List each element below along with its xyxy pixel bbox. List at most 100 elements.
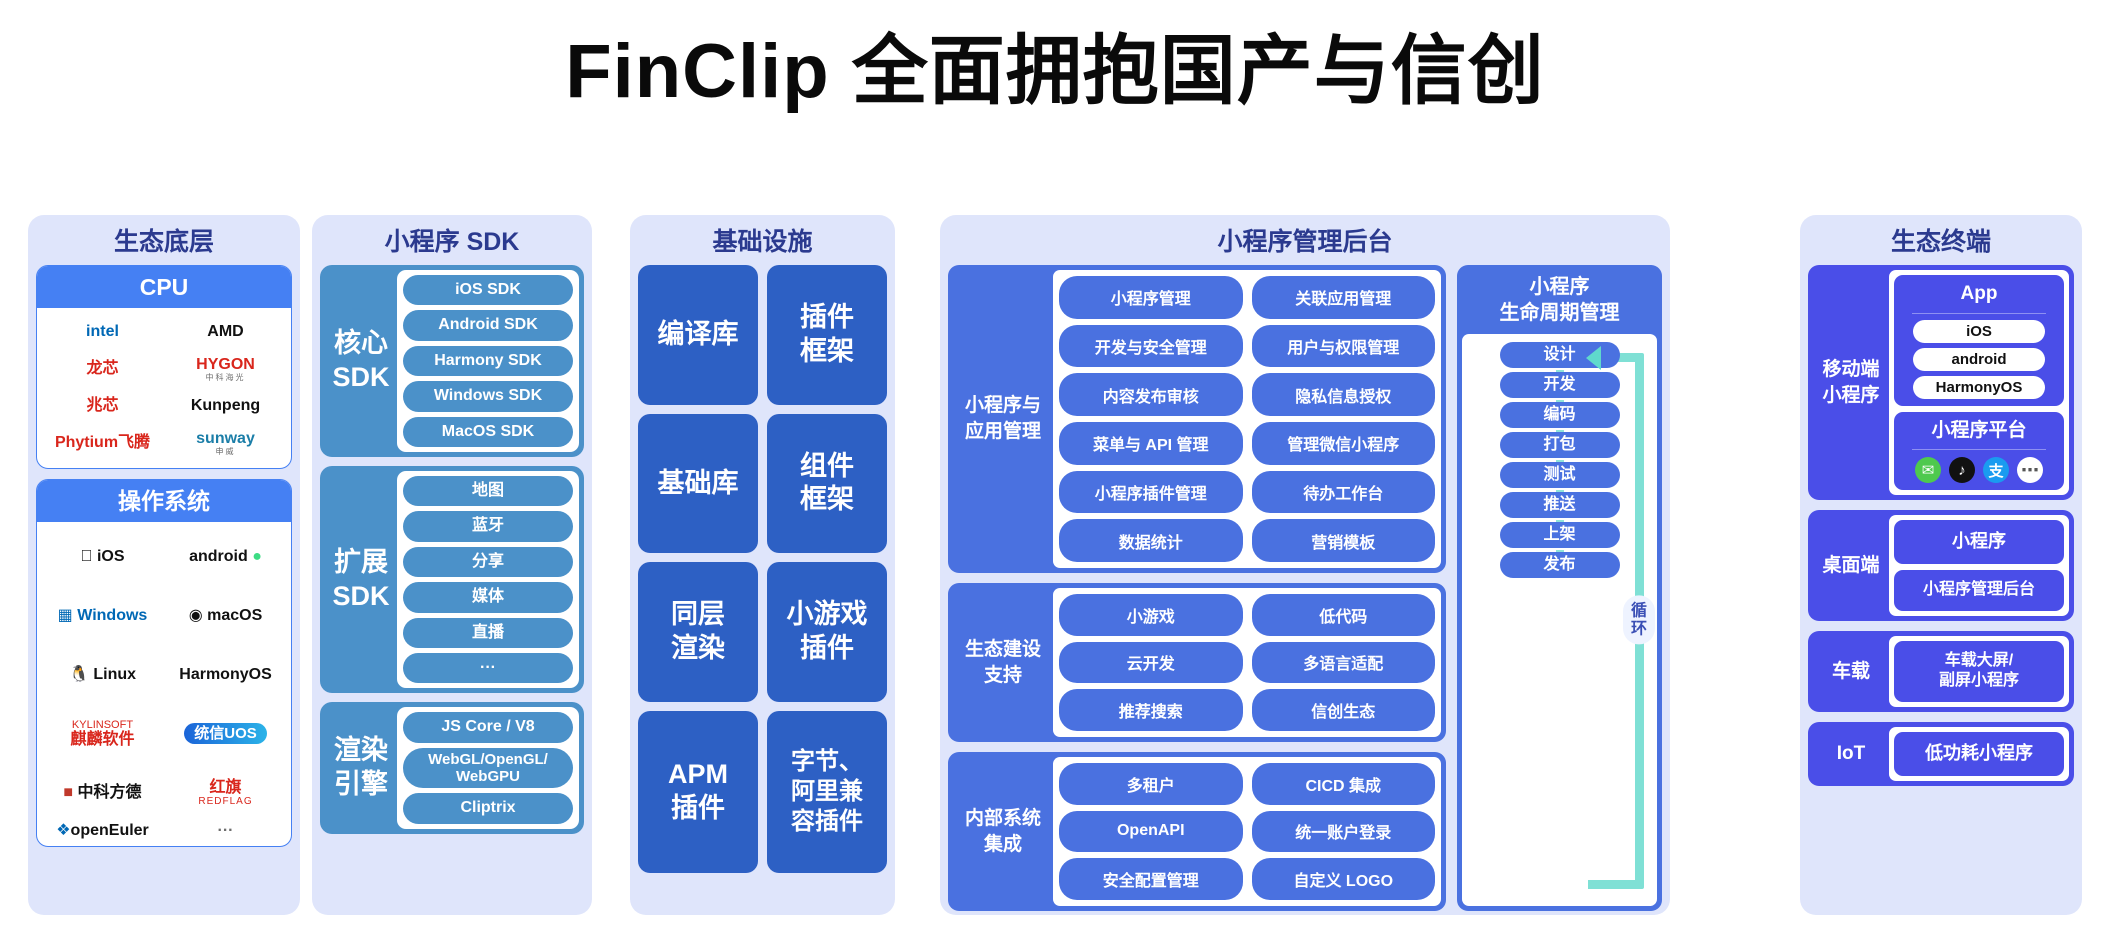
- logo-kylin-cn: 麒麟软件: [70, 730, 135, 748]
- logo-kunpeng: Kunpeng: [190, 397, 261, 415]
- admin-item[interactable]: 信创生态: [1251, 689, 1435, 731]
- logo-uos-text: 统信UOS: [184, 723, 267, 745]
- infrastructure-card[interactable]: 字节、阿里兼容插件: [767, 710, 887, 873]
- android-robot-icon: ●: [252, 548, 262, 566]
- infrastructure-card[interactable]: 组件框架: [767, 413, 887, 554]
- sdk-item[interactable]: Windows SDK: [403, 381, 573, 412]
- lifecycle-step[interactable]: 发布: [1499, 552, 1620, 578]
- admin-item[interactable]: 开发与安全管理: [1059, 324, 1243, 368]
- sdk-item[interactable]: 直播: [403, 617, 573, 648]
- logo-fangde-text: 中科方德: [77, 784, 142, 802]
- admin-item[interactable]: 安全配置管理: [1059, 858, 1243, 900]
- infrastructure-card[interactable]: 同层渲染: [638, 562, 758, 702]
- logo-redflag: 红旗 REDFLAG: [198, 779, 252, 807]
- admin-item[interactable]: 菜单与 API 管理: [1059, 421, 1243, 465]
- terminal-block-label: 移动端小程序: [1822, 359, 1880, 406]
- admin-item[interactable]: 内容发布审核: [1059, 373, 1243, 416]
- terminal-item[interactable]: 小程序: [1894, 520, 2064, 564]
- admin-block-0: 小程序与应用管理 小程序管理关联应用管理开发与安全管理用户与权限管理内容发布审核隐…: [948, 265, 1446, 573]
- lifecycle-step[interactable]: 推送: [1499, 492, 1620, 518]
- logo-linux: 🐧 Linux: [68, 666, 137, 684]
- panel-title-sdk: 小程序 SDK: [384, 228, 520, 256]
- terminal-item[interactable]: 低功耗小程序: [1894, 732, 2064, 776]
- sdk-item[interactable]: Harmony SDK: [403, 345, 573, 377]
- lifecycle-step[interactable]: 编码: [1499, 402, 1620, 428]
- admin-item[interactable]: 隐私信息授权: [1251, 373, 1435, 416]
- sdk-item[interactable]: MacOS SDK: [403, 416, 573, 447]
- loop-label: 循环: [1623, 595, 1655, 645]
- sdk-item[interactable]: 分享: [403, 546, 573, 578]
- admin-item[interactable]: 云开发: [1059, 641, 1243, 684]
- sdk-item[interactable]: Cliptrix: [403, 793, 573, 824]
- logo-macos-text: macOS: [207, 607, 263, 625]
- admin-item[interactable]: 小游戏: [1059, 594, 1243, 636]
- logo-hygon: HYGON 中科海光: [196, 355, 255, 382]
- logo-android: android ●: [189, 548, 262, 566]
- tiktok-icon[interactable]: ♪: [1949, 457, 1975, 484]
- sdk-item[interactable]: WebGL/OpenGL/WebGPU: [403, 747, 573, 789]
- card-os-title: 操作系统: [37, 480, 291, 522]
- admin-item[interactable]: 待办工作台: [1251, 470, 1435, 514]
- admin-item[interactable]: 小程序插件管理: [1059, 470, 1243, 514]
- admin-item[interactable]: 营销模板: [1251, 519, 1435, 562]
- lifecycle-step[interactable]: 打包: [1499, 432, 1620, 458]
- infrastructure-card[interactable]: 小游戏插件: [767, 562, 887, 702]
- loop-arrow-icon: [1586, 346, 1601, 370]
- admin-block-1: 生态建设支持小游戏低代码云开发多语言适配推荐搜索信创生态: [948, 583, 1446, 742]
- admin-item[interactable]: 管理微信小程序: [1251, 421, 1435, 465]
- terminal-chip[interactable]: android: [1912, 347, 2046, 371]
- terminal-item[interactable]: 小程序管理后台: [1894, 569, 2064, 611]
- infrastructure-card[interactable]: 基础库: [638, 413, 758, 554]
- lifecycle-step[interactable]: 设计: [1499, 342, 1620, 368]
- terminal-item[interactable]: 车载大屏/副屏小程序: [1894, 640, 2064, 703]
- admin-item[interactable]: 统一账户登录: [1251, 810, 1435, 853]
- logo-android-text: android: [189, 548, 248, 566]
- logo-uos: 统信UOS: [184, 723, 267, 745]
- admin-item[interactable]: 小程序管理: [1059, 276, 1243, 319]
- lifecycle-step[interactable]: 测试: [1499, 462, 1620, 488]
- admin-item[interactable]: 数据统计: [1059, 519, 1243, 562]
- admin-item[interactable]: 用户与权限管理: [1251, 324, 1435, 368]
- admin-item[interactable]: 低代码: [1251, 594, 1435, 636]
- admin-item[interactable]: 推荐搜索: [1059, 689, 1243, 731]
- admin-item[interactable]: 多语言适配: [1251, 641, 1435, 684]
- admin-item[interactable]: 多租户: [1059, 763, 1243, 805]
- sdk-item[interactable]: 媒体: [403, 582, 573, 613]
- lifecycle-step[interactable]: 开发: [1499, 372, 1620, 398]
- admin-item[interactable]: 自定义 LOGO: [1251, 858, 1435, 900]
- sdk-item[interactable]: 蓝牙: [403, 511, 573, 542]
- terminal-chip[interactable]: iOS: [1912, 319, 2046, 343]
- terminal-block-body: 小程序小程序管理后台: [1889, 515, 2069, 616]
- infrastructure-card[interactable]: 编译库: [638, 265, 758, 405]
- sdk-item[interactable]: JS Core / V8: [403, 712, 573, 743]
- sdk-item[interactable]: 地图: [403, 475, 573, 507]
- logo-harmonyos: HarmonyOS: [179, 666, 272, 684]
- lifecycle-step[interactable]: 上架: [1499, 522, 1620, 548]
- admin-item[interactable]: OpenAPI: [1059, 810, 1243, 853]
- sdk-item[interactable]: Android SDK: [403, 310, 573, 341]
- terminal-block-body: 低功耗小程序: [1889, 727, 2069, 781]
- wechat-icon[interactable]: ✉: [1915, 457, 1941, 484]
- card-cpu-title: CPU: [37, 266, 291, 308]
- admin-item[interactable]: CICD 集成: [1251, 763, 1435, 805]
- lifecycle-panel: 小程序生命周期管理 循环 设计开发编码打包测试推送上架发布: [1457, 265, 1662, 911]
- terminal-chip[interactable]: HarmonyOS: [1912, 375, 2046, 399]
- terminal-block-body: 车载大屏/副屏小程序: [1889, 635, 2069, 708]
- logo-hygon-text: HYGON: [196, 355, 255, 373]
- sdk-item-list: JS Core / V8 WebGL/OpenGL/WebGPU Cliptrix: [397, 707, 579, 829]
- more-icon[interactable]: ⋯: [2017, 457, 2043, 484]
- terminal-block-label: IoT: [1836, 743, 1866, 765]
- sdk-item[interactable]: ···: [403, 652, 573, 684]
- alipay-icon[interactable]: 支: [1983, 457, 2009, 484]
- sdk-item[interactable]: iOS SDK: [403, 275, 573, 306]
- admin-item[interactable]: 关联应用管理: [1251, 276, 1435, 319]
- infrastructure-card[interactable]: 插件框架: [767, 265, 887, 405]
- terminal-card-title: App: [1960, 283, 1998, 304]
- admin-block-label: 小程序与应用管理: [964, 395, 1041, 442]
